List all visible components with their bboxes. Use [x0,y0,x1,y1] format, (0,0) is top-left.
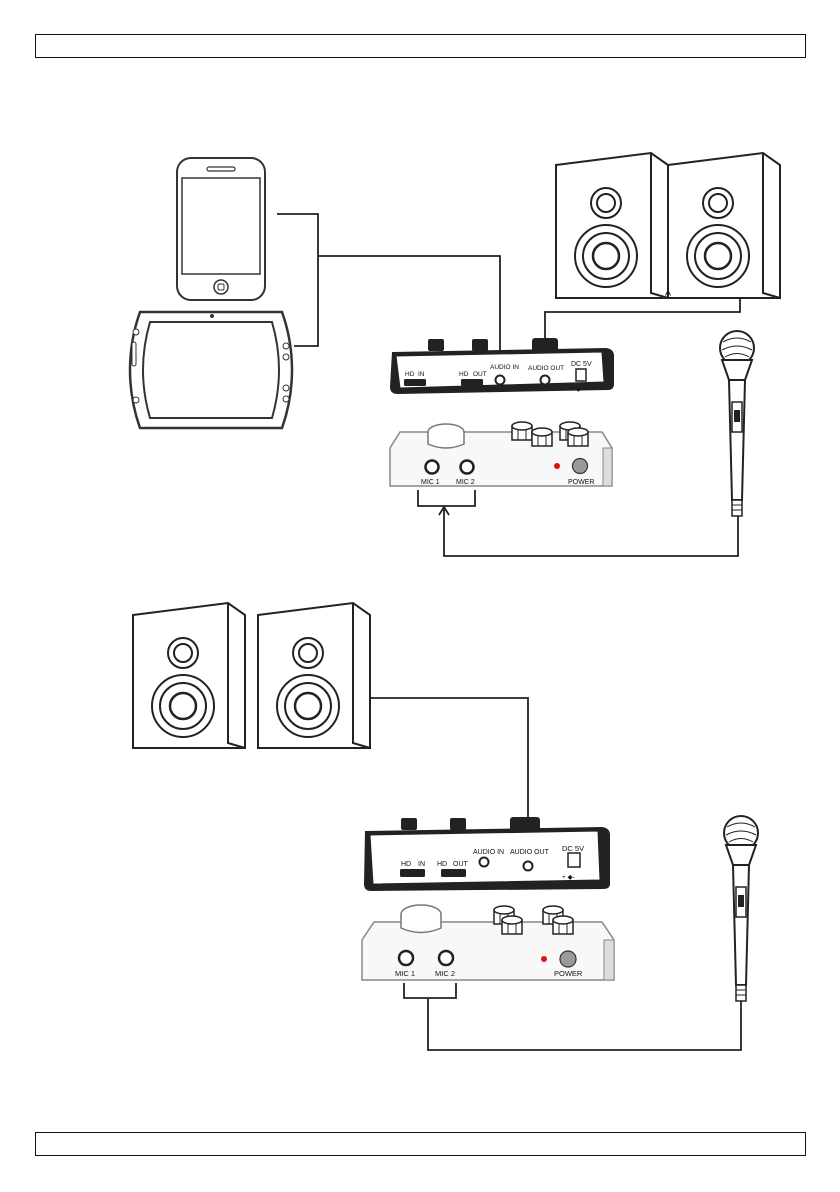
speaker-left-bottom-icon [133,603,245,748]
rear-panel-top: HD IN HD OUT AUDIO IN AUDIO OUT DC 5V + … [390,338,614,394]
power-led-icon [554,463,560,469]
power-button-icon [573,459,588,474]
front-panel-top: MIC 1 MIC 2 POWER [390,422,612,486]
speaker-right-bottom-icon [258,603,370,748]
hd-in-in-label-bottom: IN [418,861,425,868]
hd-out-hd-label: HD [459,371,469,378]
front-panel-bottom: MIC 1 MIC 2 POWER [362,905,614,980]
speaker-right-icon [668,153,780,298]
dc-5v-label-bottom: DC 5V [562,844,584,853]
tablet-icon [130,312,292,428]
hd-out-hd-label-bottom: HD [437,861,447,868]
dc-polarity-label: + ◆- [571,387,583,393]
speaker-to-audio-out-cable-bottom [370,698,528,845]
smartphone-icon [177,158,265,300]
power-led-bottom-icon [541,956,547,962]
caret-mark: ^ [665,288,672,303]
hd-in-hd-label-bottom: HD [401,861,411,868]
hd-out-out-label: OUT [473,371,487,378]
audio-out-label-bottom: AUDIO OUT [510,849,550,856]
mic-2-label-bottom: MIC 2 [435,969,455,978]
mic-inputs-bracket-top [418,490,475,506]
hd-out-out-label-bottom: OUT [453,861,469,868]
dc-polarity-label-bottom: + ◆- [562,874,575,881]
mic-inputs-bracket-bottom [404,983,456,998]
mic-cable-bottom [428,999,741,1050]
mic-1-label: MIC 1 [421,479,440,486]
power-label-bottom: POWER [554,969,583,978]
audio-in-label-bottom: AUDIO IN [473,849,504,856]
dc-5v-label: DC 5V [571,361,592,368]
rear-panel-bottom: HD IN HD OUT AUDIO IN AUDIO OUT DC 5V + … [364,817,610,891]
audio-out-label: AUDIO OUT [528,365,564,372]
power-button-bottom-icon [560,951,576,967]
microphone-top-icon [720,331,754,516]
speaker-left-icon [556,153,668,298]
power-label: POWER [568,479,594,486]
hd-in-in-label: IN [418,371,425,378]
mic-2-label: MIC 2 [456,479,475,486]
hd-in-hd-label: HD [405,371,415,378]
speaker-to-audio-out-cable [545,298,740,356]
audio-in-label: AUDIO IN [490,364,519,371]
mic-cable-top [444,508,738,556]
microphone-bottom-icon [724,816,758,1001]
mic-1-label-bottom: MIC 1 [395,969,415,978]
